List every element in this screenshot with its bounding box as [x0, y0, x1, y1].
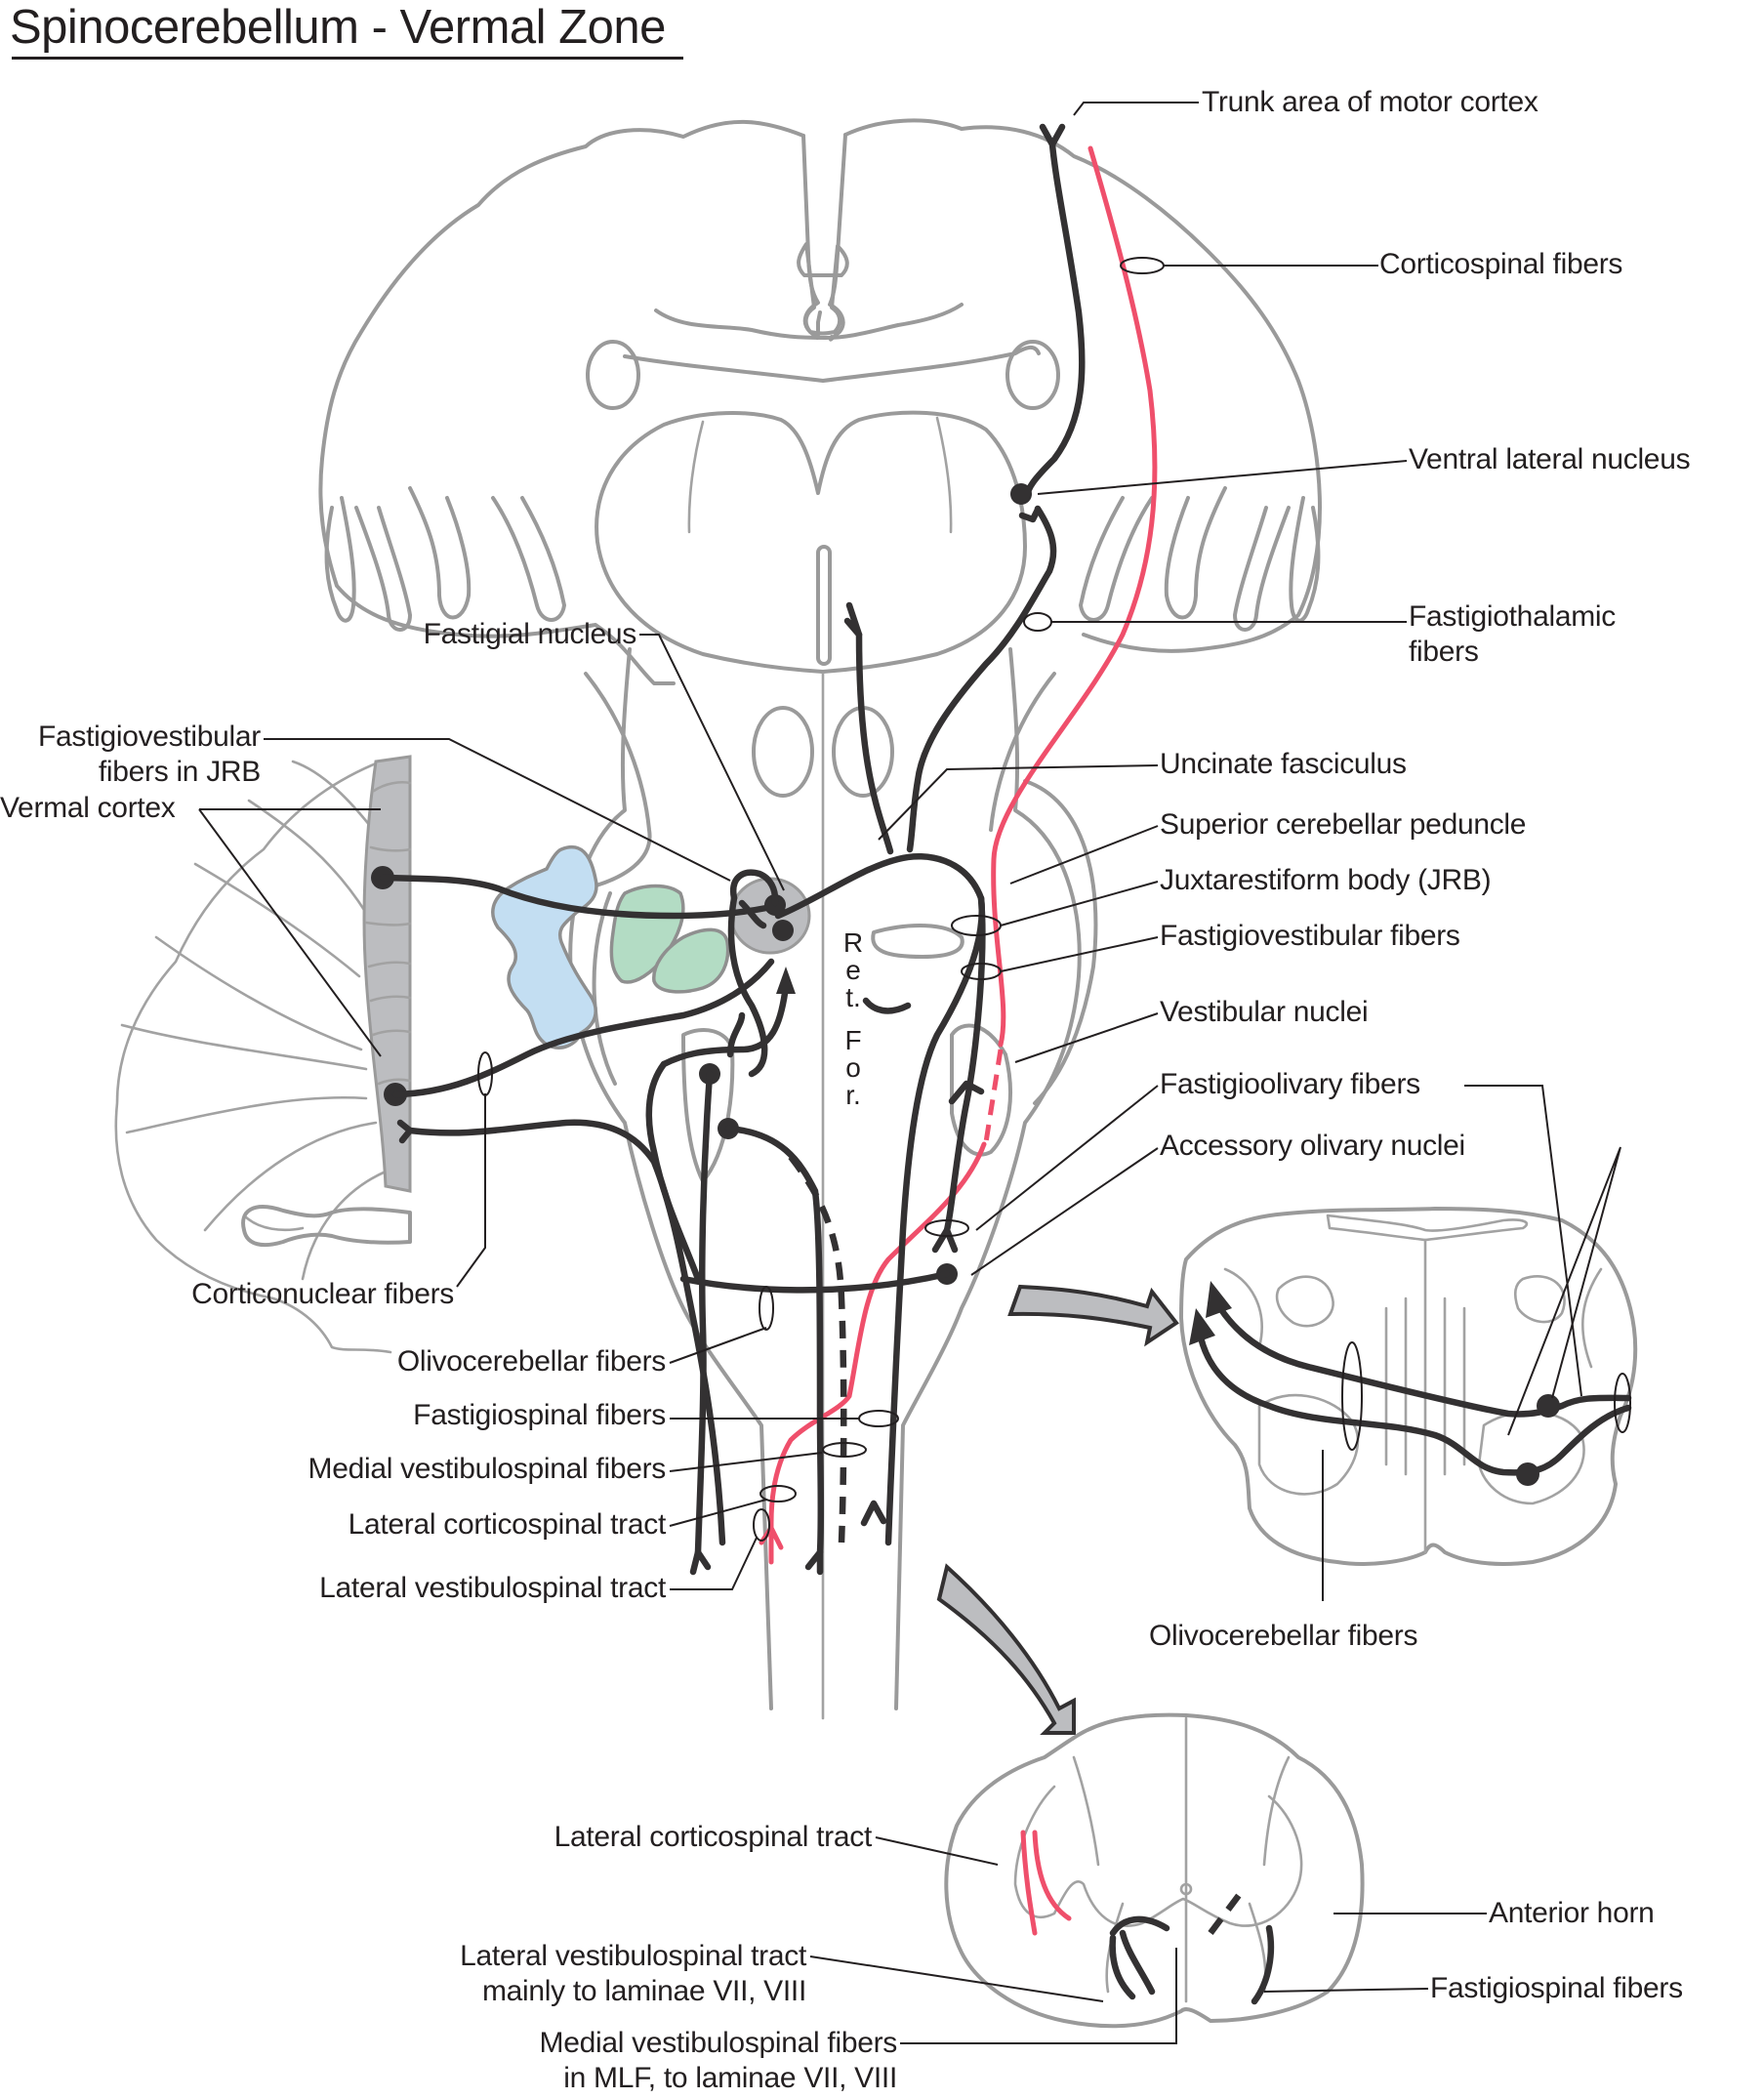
fastigial-nucleus: [729, 877, 811, 955]
dentate-nucleus: [491, 845, 598, 1050]
label-superior-cerebellar-peduncle: Superior cerebellar peduncle: [1160, 808, 1527, 841]
label-vestibular-nuclei: Vestibular nuclei: [1160, 996, 1369, 1028]
label-lateral-vestibulospinal-tract: Lateral vestibulospinal tract: [319, 1572, 666, 1604]
cerebellum-outline: [114, 760, 412, 1354]
fiber-pathways: [371, 123, 1158, 1576]
label-lateral-corticospinal-tract: Lateral corticospinal tract: [348, 1508, 667, 1541]
label-anterior-horn: Anterior horn: [1489, 1897, 1655, 1929]
label-line: mainly to laminae VII, VIII: [481, 1975, 806, 2007]
label-corticospinal-fibers: Corticospinal fibers: [1379, 248, 1623, 280]
label-olivocerebellar-fibers-medulla: Olivocerebellar fibers: [1149, 1620, 1418, 1652]
interposed-nucleus-2: [652, 927, 730, 994]
ret-form-letter: F: [844, 1025, 862, 1055]
ret-form-letter: e: [845, 955, 861, 985]
ret-form-letter: r.: [845, 1080, 861, 1110]
label-fastigiovestibular-jrb: Fastigiovestibular fibers in JRB: [38, 720, 261, 790]
label-spinal-lateral-vestibulospinal: Lateral vestibulospinal tract mainly to …: [460, 1939, 806, 2009]
label-line: in MLF, to laminae VII, VIII: [563, 2062, 897, 2094]
label-trunk-area: Trunk area of motor cortex: [1202, 86, 1538, 118]
label-fastigiothalamic-fibers: Fastigiothalamic fibers: [1409, 599, 1616, 670]
label-corticonuclear-fibers: Corticonuclear fibers: [191, 1278, 454, 1310]
label-ventral-lateral-nucleus: Ventral lateral nucleus: [1409, 443, 1691, 475]
arrow-to-medulla: [1007, 1284, 1179, 1347]
ret-form-letter: o: [845, 1052, 861, 1083]
interposed-nucleus-1: [609, 884, 685, 984]
ret-form-letter: t.: [845, 982, 861, 1012]
label-line: Lateral vestibulospinal tract: [460, 1940, 806, 1972]
label-spinal-lateral-corticospinal: Lateral corticospinal tract: [554, 1821, 873, 1853]
label-uncinate-fasciculus: Uncinate fasciculus: [1160, 748, 1407, 780]
vermal-cortex-folds: [364, 780, 412, 1086]
label-accessory-olivary-nuclei: Accessory olivary nuclei: [1160, 1130, 1465, 1162]
arrow-to-spinal-cord: [936, 1563, 1076, 1735]
brainstem-outline: [568, 647, 1098, 1720]
label-fastigiovestibular-fibers: Fastigiovestibular fibers: [1160, 920, 1460, 952]
label-spinal-fastigiospinal: Fastigiospinal fibers: [1430, 1972, 1683, 2004]
label-line: Fastigiovestibular: [37, 720, 261, 753]
label-fastigial-nucleus: Fastigial nucleus: [423, 618, 637, 650]
medulla-section: [1179, 1207, 1638, 1566]
vermal-cortex-strip: [362, 755, 412, 1193]
cerebrum-outline: [318, 118, 1322, 685]
label-medial-vestibulospinal-fibers: Medial vestibulospinal fibers: [308, 1453, 667, 1485]
label-line: fibers in JRB: [98, 756, 261, 788]
label-line: fibers: [1409, 636, 1479, 668]
figure-title: Spinocerebellum - Vermal Zone: [10, 1, 666, 54]
spinal-cord-section: [944, 1712, 1365, 2029]
label-line: Medial vestibulospinal fibers: [539, 2027, 898, 2059]
label-olivocerebellar-fibers: Olivocerebellar fibers: [396, 1345, 666, 1378]
ret-form-letter: R: [842, 927, 864, 958]
label-juxtarestiform-body: Juxtarestiform body (JRB): [1160, 864, 1492, 896]
label-vermal-cortex: Vermal cortex: [0, 792, 176, 824]
title-underline: [12, 57, 683, 60]
label-fastigiospinal-fibers: Fastigiospinal fibers: [413, 1399, 666, 1431]
leader-lines: [198, 102, 1621, 2044]
label-fastigioolivary-fibers: Fastigioolivary fibers: [1160, 1068, 1420, 1100]
label-spinal-medial-vestibulospinal: Medial vestibulospinal fibers in MLF, to…: [540, 2026, 898, 2096]
label-line: Fastigiothalamic: [1409, 600, 1616, 633]
